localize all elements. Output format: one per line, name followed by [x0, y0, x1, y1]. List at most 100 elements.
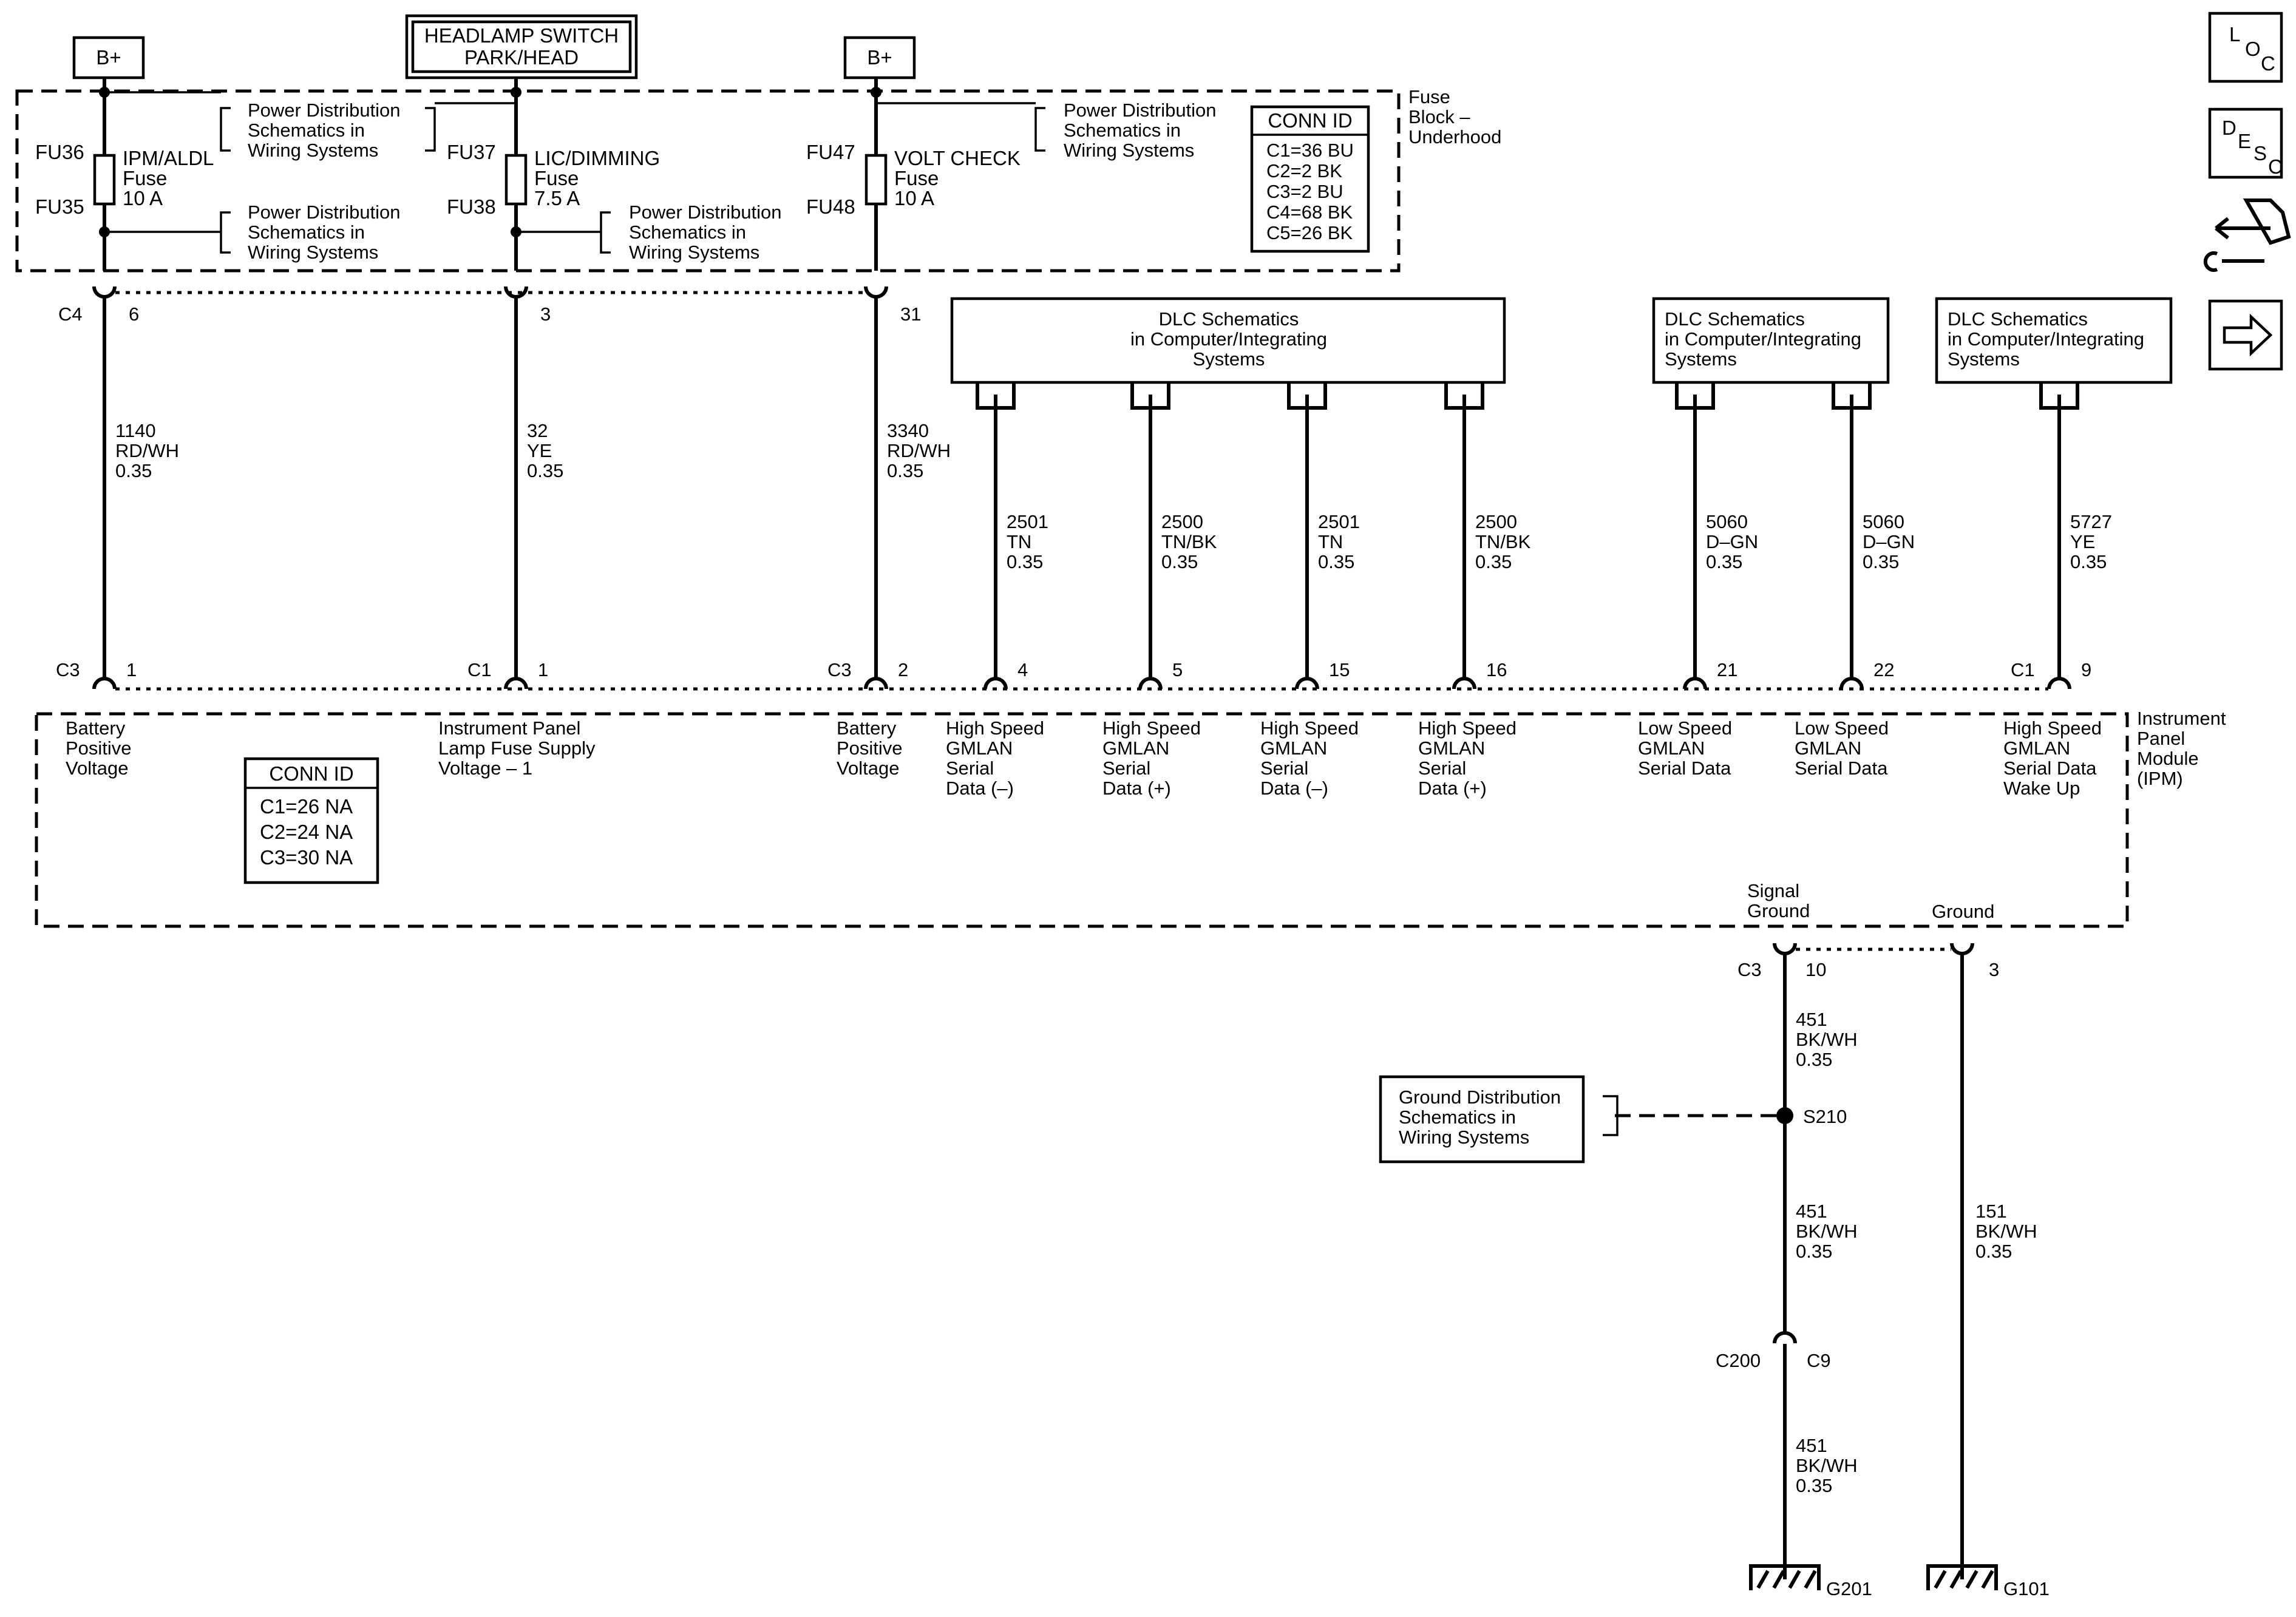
dlc-box-label: Systems — [1193, 348, 1265, 370]
power-ref-label: Wiring Systems — [629, 242, 759, 263]
ground-pin-label: Ground — [1932, 901, 1994, 922]
connector-id: C3 — [1737, 959, 1762, 980]
wire-label: 5060 — [1706, 511, 1748, 532]
wire-label: 451 — [1796, 1435, 1827, 1456]
next-arrow-icon — [2223, 313, 2273, 357]
wire-label: 0.35 — [1475, 551, 1512, 572]
desc-icon-letter: C — [2268, 155, 2283, 178]
ground-symbol-hatch — [1788, 1570, 1801, 1589]
fuse-label: LIC/DIMMING — [534, 147, 660, 169]
pin-number: 15 — [1329, 659, 1350, 680]
pin-number: 1 — [538, 659, 548, 680]
wire-label: 0.35 — [2070, 551, 2107, 572]
fuse-block-label: Underhood — [1408, 126, 1501, 147]
ipm-pin-label: Serial — [946, 758, 994, 779]
dlc-box-label: Systems — [1948, 348, 2020, 370]
pin-number: 31 — [900, 303, 921, 325]
wire-label: TN/BK — [1161, 531, 1217, 552]
ipm-pin-terminal — [2047, 677, 2071, 690]
ipm-pin-label: Battery — [837, 717, 897, 739]
fuse-id: FU48 — [806, 195, 855, 218]
wire-label: 0.35 — [1863, 551, 1899, 572]
pin-number: 16 — [1486, 659, 1507, 680]
power-ref-label: Schematics in — [248, 120, 365, 141]
power-ref-bracket — [220, 107, 231, 152]
power-ref-label: Schematics in — [629, 222, 746, 243]
fuse-block-output-terminal — [92, 286, 117, 299]
wire-label: D–GN — [1863, 531, 1915, 552]
conn-id-box — [1250, 105, 1370, 253]
dlc-connector-terminal — [1832, 382, 1872, 410]
pin-number: 22 — [1873, 659, 1894, 680]
desc-icon-letter: E — [2238, 130, 2251, 152]
ground-symbol-hatch — [1965, 1570, 1978, 1589]
connector-id: C9 — [1807, 1350, 1831, 1371]
ipm-outline — [35, 712, 2129, 928]
ipm-pin-label: GMLAN — [1638, 737, 1705, 759]
ipm-pin-terminal — [1295, 677, 1319, 690]
wire-label: YE — [2070, 531, 2095, 552]
ipm-pin-label: Serial — [1418, 758, 1466, 779]
dlc-box-label: DLC Schematics — [1948, 308, 2088, 330]
b-plus-box — [843, 36, 916, 80]
ipm-pin-label: Low Speed — [1795, 717, 1889, 739]
power-ref-label: Power Distribution — [1064, 100, 1217, 121]
ipm-pin-label: Wake Up — [2003, 778, 2080, 799]
wire-label: BK/WH — [1796, 1221, 1858, 1242]
wire-label: 451 — [1796, 1009, 1827, 1030]
pin-number: 10 — [1805, 959, 1826, 980]
wire-label: 0.35 — [1161, 551, 1198, 572]
ipm-label: Module — [2137, 748, 2199, 769]
fuse-id: FU38 — [447, 195, 496, 218]
ipm-pin-label: Positive — [66, 737, 132, 759]
ground-symbol — [1749, 1564, 1821, 1590]
power-ref-bracket — [220, 211, 231, 254]
ipm-pin-label: High Speed — [2003, 717, 2102, 739]
power-ref-label: Schematics in — [248, 222, 365, 243]
connector-id: C1 — [2011, 659, 2035, 680]
conn-id-box — [243, 757, 379, 884]
conn-id-item: C2=2 BK — [1266, 160, 1342, 181]
wire-label: 1140 — [115, 420, 156, 441]
loc-icon-letter: C — [2261, 52, 2275, 75]
ground-pin-label: Ground — [1747, 900, 1810, 921]
headlamp-switch-inner — [411, 20, 632, 73]
power-ref-bracket — [600, 211, 611, 254]
dlc-box-label: in Computer/Integrating — [1130, 328, 1327, 350]
connector-tool-icon — [2203, 251, 2264, 272]
pin-number: 5 — [1172, 659, 1183, 680]
ground-ref-box — [1379, 1075, 1585, 1164]
wire-label: 2500 — [1161, 511, 1203, 532]
splice-dot — [1776, 1107, 1793, 1124]
ipm-pin-terminal — [1839, 677, 1864, 690]
power-ref-label: Power Distribution — [629, 202, 782, 223]
fuse-id: FU36 — [35, 141, 84, 163]
ipm-pin-label: Voltage — [66, 758, 128, 779]
ipm-pin-terminal — [864, 677, 888, 690]
ipm-pin-label: Serial Data — [1638, 758, 1731, 779]
ipm-pin-terminal — [1138, 677, 1163, 690]
conn-id-item: C5=26 BK — [1266, 222, 1353, 243]
power-ref-label: Wiring Systems — [248, 140, 378, 161]
desc-icon-letter: D — [2222, 117, 2237, 139]
wire-label: TN — [1007, 531, 1031, 552]
power-ref-label: Schematics in — [1064, 120, 1181, 141]
pin-number: 9 — [2081, 659, 2091, 680]
splice-label: S210 — [1803, 1106, 1847, 1127]
ipm-pin-label: Data (+) — [1418, 778, 1487, 799]
dlc-box-label: DLC Schematics — [1159, 308, 1299, 330]
fuse-label: 10 A — [123, 187, 163, 209]
wire-label: D–GN — [1706, 531, 1758, 552]
wire-label: 0.35 — [1796, 1241, 1832, 1262]
fuse-label: Fuse — [534, 167, 579, 189]
dlc-connector-terminal — [2039, 382, 2079, 410]
conn-id-item: C2=24 NA — [260, 821, 353, 843]
pin-number: 2 — [898, 659, 908, 680]
ipm-pin-label: Serial Data — [1795, 758, 1888, 779]
wire-label: BK/WH — [1796, 1029, 1858, 1050]
fuse-id: FU37 — [447, 141, 496, 163]
wire-label: 451 — [1796, 1201, 1827, 1222]
connector-id: C3 — [827, 659, 852, 680]
fuse-label: VOLT CHECK — [894, 147, 1021, 169]
wire-label: TN — [1318, 531, 1343, 552]
